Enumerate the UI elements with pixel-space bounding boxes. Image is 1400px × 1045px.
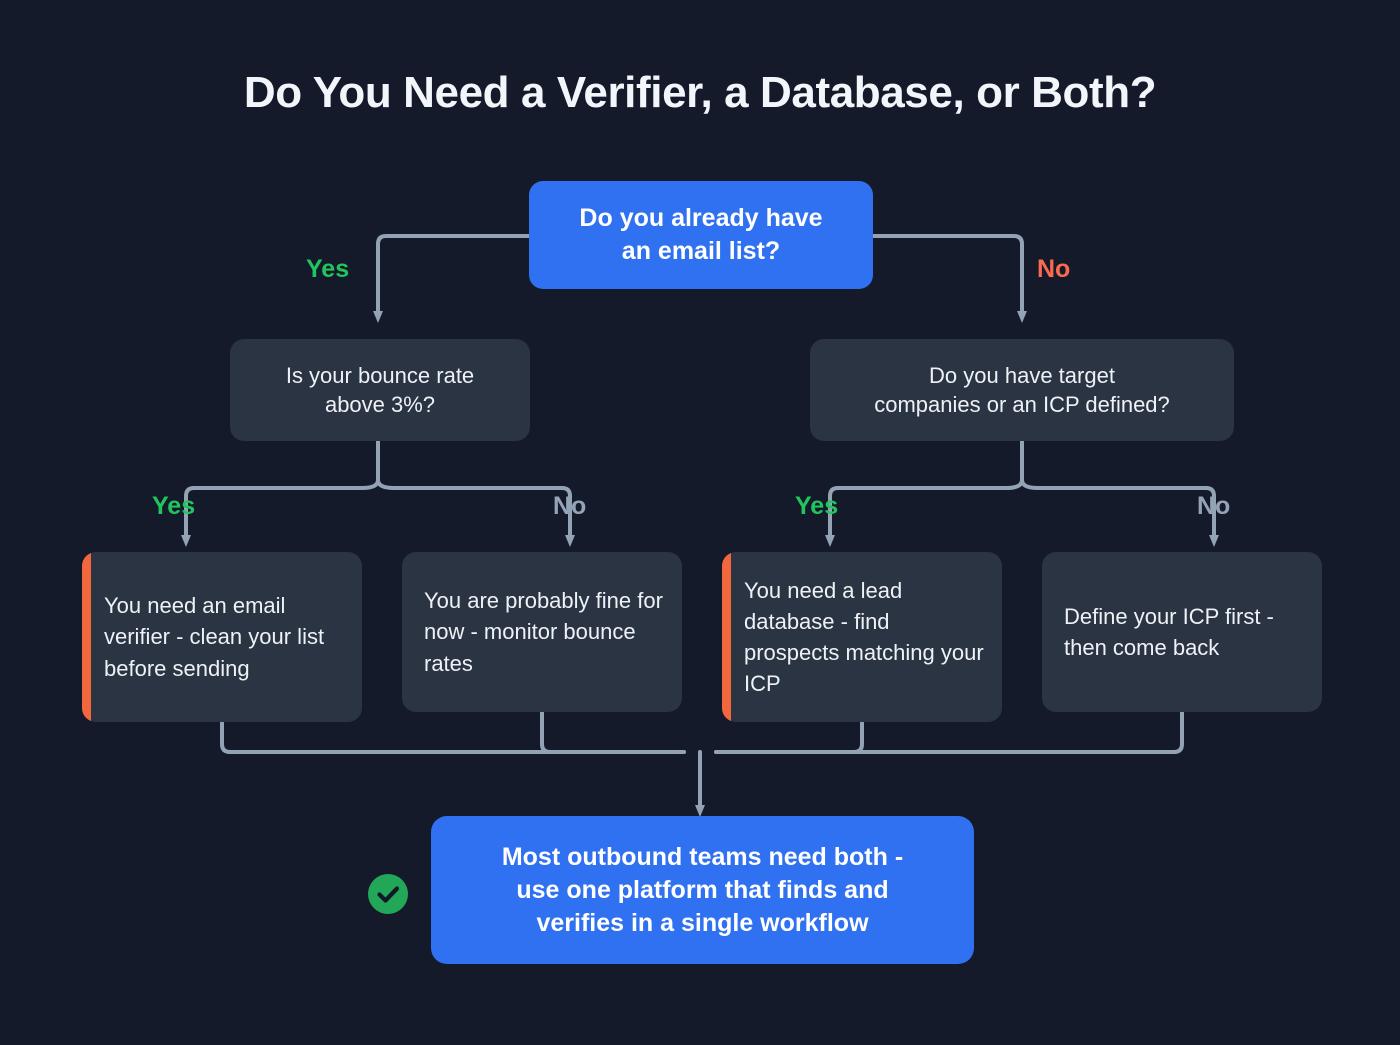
node-question-icp-defined[interactable]: Do you have target companies or an ICP d…	[810, 339, 1234, 441]
node-outcome-define-icp[interactable]: Define your ICP first - then come back	[1042, 552, 1322, 712]
node-question-bounce-rate[interactable]: Is your bounce rate above 3%?	[230, 339, 530, 441]
node-root-line2: an email list?	[621, 237, 781, 265]
node-root-question[interactable]: Do you already have an email list?	[529, 181, 873, 289]
branch-label-left-no: No	[553, 492, 587, 520]
node-outcome-probably-fine[interactable]: You are probably fine for now - monitor …	[402, 552, 682, 712]
branch-label-right-yes: Yes	[795, 492, 839, 520]
edge-out4-bus	[714, 710, 1184, 754]
question-icp-line1: Do you have target	[929, 362, 1115, 388]
question-bounce-line2: above 3%?	[324, 392, 436, 417]
branch-label-root-no: No	[1037, 255, 1071, 283]
page-title: Do You Need a Verifier, a Database, or B…	[243, 68, 1157, 117]
branch-label-root-yes: Yes	[306, 255, 350, 283]
edge-out1-bus	[220, 720, 686, 754]
outcome-define-icp-text: Define your ICP first - then come back	[1064, 603, 1274, 660]
edge-out3-bus	[714, 720, 864, 754]
question-bounce-line1: Is your bounce rate	[285, 362, 475, 388]
check-circle-icon	[368, 874, 408, 914]
conclusion-line1: Most outbound teams need both -	[501, 842, 904, 871]
node-outcome-need-database[interactable]: You need a lead database - find prospect…	[722, 552, 1002, 722]
outcome-probably-fine-text: You are probably fine for now - monitor …	[424, 588, 663, 676]
node-conclusion[interactable]: Most outbound teams need both - use one …	[431, 816, 974, 964]
branch-label-right-no: No	[1197, 492, 1231, 520]
edge-root-no	[871, 234, 1027, 323]
edge-out2-bus	[540, 710, 686, 754]
node-root-line1: Do you already have	[579, 204, 823, 232]
branch-label-left-yes: Yes	[152, 492, 196, 520]
edge-right-split	[828, 479, 1216, 498]
outcome-need-database-text: You need a lead database - find prospect…	[744, 577, 984, 697]
node-outcome-need-verifier[interactable]: You need an email verifier - clean your …	[82, 552, 362, 722]
edge-root-yes	[373, 234, 531, 323]
outcome-need-verifier-text: You need an email verifier - clean your …	[104, 593, 325, 681]
question-icp-line2: companies or an ICP defined?	[874, 392, 1170, 417]
edge-left-split	[184, 479, 572, 498]
conclusion-line2: use one platform that finds and	[516, 875, 889, 904]
conclusion-line3: verifies in a single workflow	[536, 908, 869, 937]
